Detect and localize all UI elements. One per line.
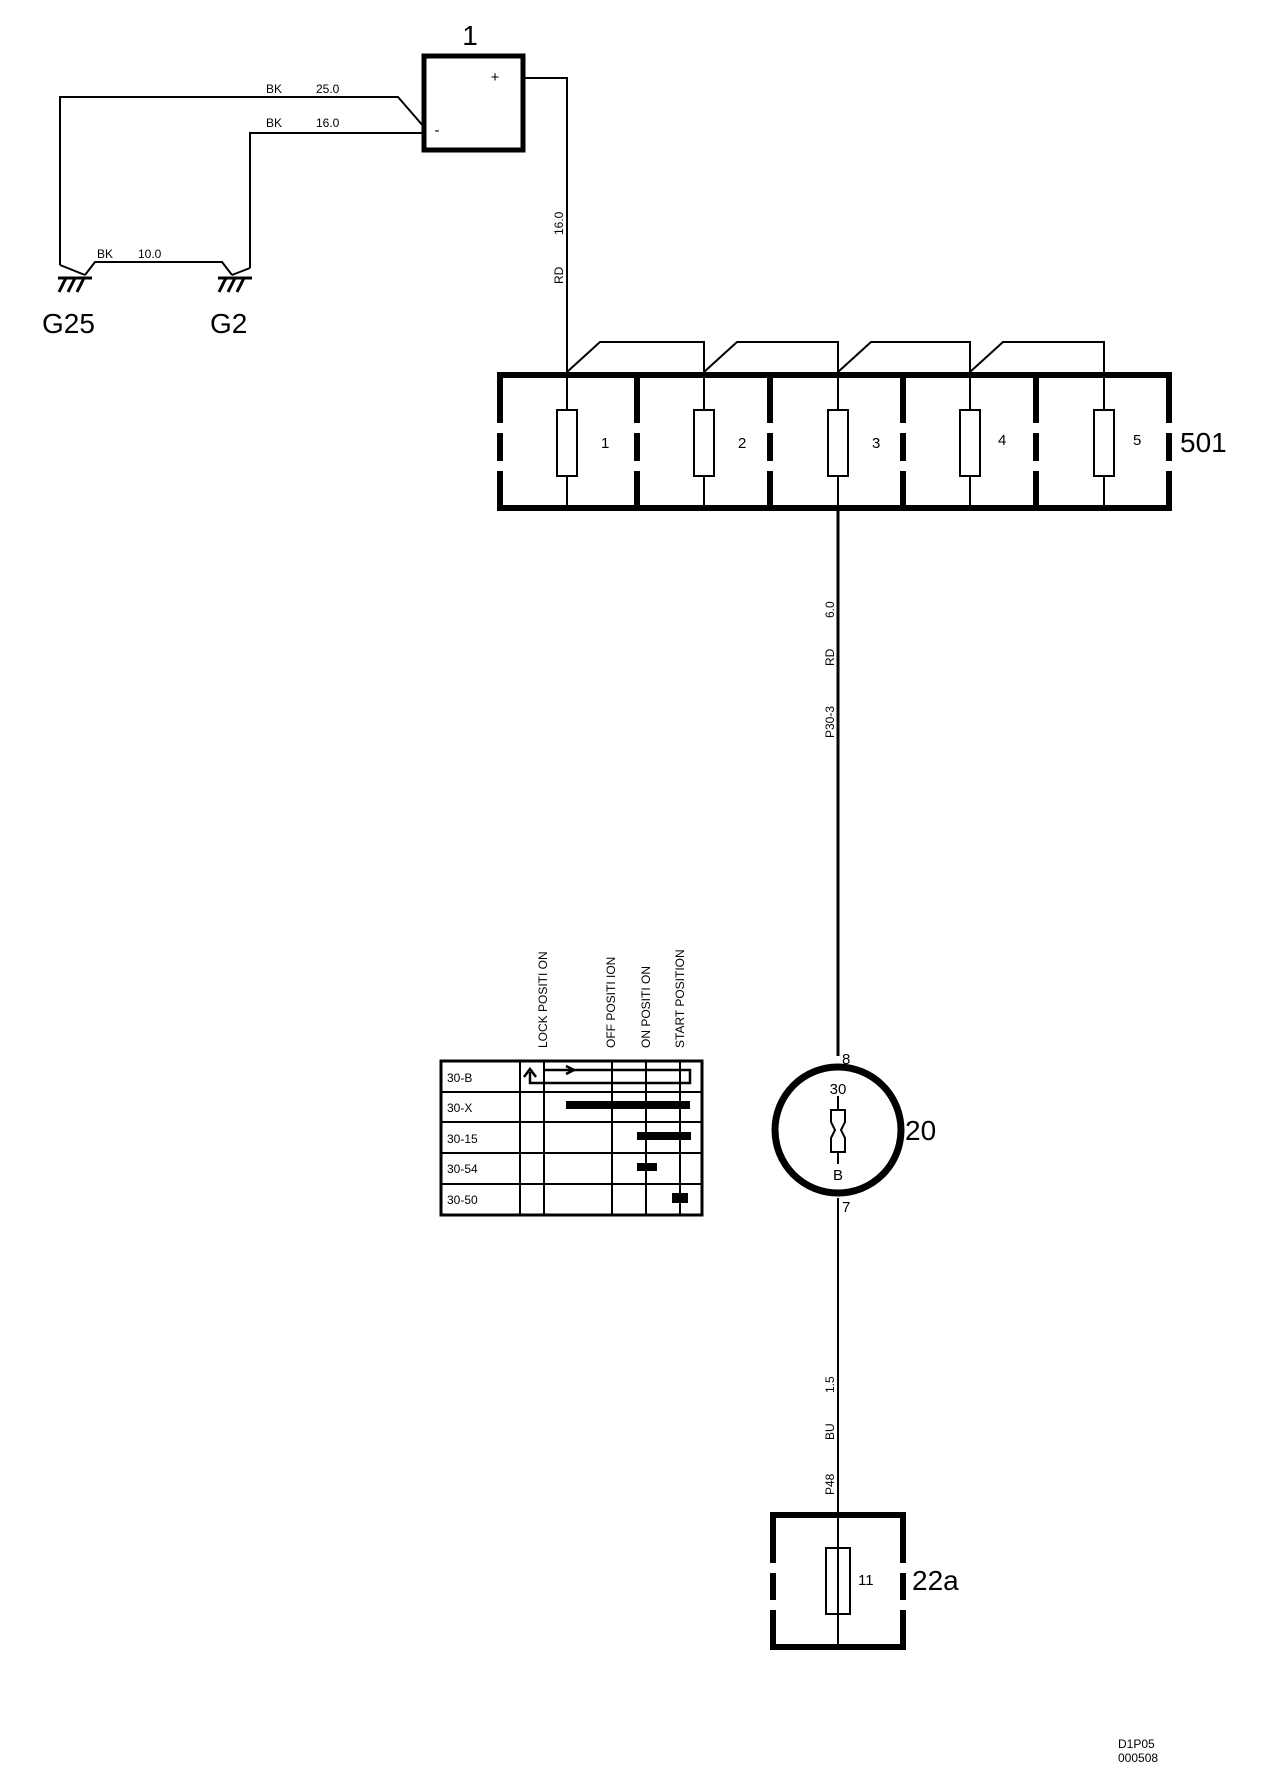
wire-p30-color: RD — [823, 648, 837, 666]
table-row-3015: 30-15 — [447, 1132, 478, 1146]
ground-label-g25: G25 — [42, 308, 95, 339]
wire-p48-circuit: P48 — [823, 1473, 837, 1495]
fuse-label-3: 3 — [872, 435, 880, 452]
footer-code-line2: 000508 — [1118, 1751, 1158, 1765]
battery-plus: + — [491, 69, 500, 86]
ground-wires — [59, 96, 425, 276]
table-row-30x: 30-X — [447, 1101, 472, 1115]
wire-bk25-size: 25.0 — [316, 82, 340, 96]
position-label-lock: LOCK POSITI ON — [536, 951, 550, 1048]
position-label-off: OFF POSITI ION — [604, 957, 618, 1048]
component-22a-fuse: 11 — [858, 1572, 874, 1589]
switch-term-top: 30 — [830, 1081, 847, 1098]
wire-bk16-size: 16.0 — [316, 116, 340, 130]
ignition-switch: 30 B 8 7 20 — [771, 1051, 936, 1216]
wire-p30-size: 6.0 — [823, 601, 837, 618]
wire-p48-size: 1.5 — [823, 1376, 837, 1393]
battery: 1 + - — [421, 20, 526, 153]
wire-bk25-color: BK — [266, 82, 282, 96]
fuse-label-5: 5 — [1133, 432, 1141, 449]
fusebox: 1 2 3 4 5 501 — [497, 341, 1227, 511]
footer-code-line1: D1P05 — [1118, 1737, 1155, 1751]
switch-term-bottom: B — [833, 1167, 843, 1184]
ground-label-g2: G2 — [210, 308, 247, 339]
switch-pin-top: 8 — [842, 1051, 850, 1068]
fusebox-id: 501 — [1180, 427, 1227, 458]
table-row-3054: 30-54 — [447, 1162, 478, 1176]
component-22a-id: 22a — [912, 1565, 959, 1596]
wire-p48-color: BU — [823, 1423, 837, 1440]
fuse-label-4: 4 — [998, 432, 1006, 449]
fuse-label-2: 2 — [738, 435, 746, 452]
wire-bk10-color: BK — [97, 247, 113, 261]
table-row-30b: 30-B — [447, 1071, 472, 1085]
ground-symbol-g25 — [57, 276, 92, 293]
switch-pin-bottom: 7 — [842, 1199, 850, 1216]
wire-rd16-color: RD — [552, 266, 566, 284]
component-22a: 11 22a — [770, 1512, 959, 1650]
table-row-3050: 30-50 — [447, 1193, 478, 1207]
battery-minus: - — [435, 122, 440, 139]
position-label-on: ON POSITI ON — [639, 966, 653, 1048]
wire-bk16-color: BK — [266, 116, 282, 130]
wire-rd16 — [523, 77, 568, 372]
battery-id: 1 — [462, 20, 478, 51]
switch-id: 20 — [905, 1115, 936, 1146]
wire-rd16-size: 16.0 — [552, 211, 566, 235]
wire-bk10-size: 10.0 — [138, 247, 162, 261]
fuse-label-1: 1 — [601, 435, 609, 452]
switch-position-table: LOCK POSITI ON OFF POSITI ION ON POSITI … — [439, 949, 704, 1217]
key-icon — [830, 1109, 846, 1153]
wire-p30-circuit: P30-3 — [823, 706, 837, 738]
ground-symbol-g2 — [217, 276, 252, 293]
position-label-start: START POSITION — [673, 949, 687, 1048]
